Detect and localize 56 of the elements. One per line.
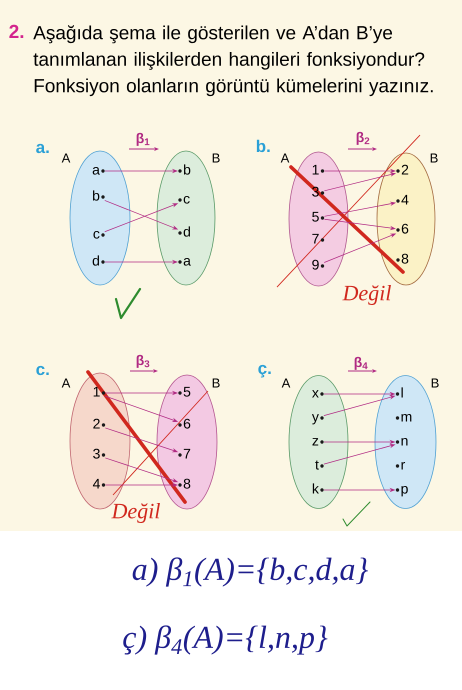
question-number: 2. [9,24,24,38]
element-label: 3 [93,448,100,459]
element-label: p [402,486,408,496]
handwritten-answer: ç) β$_{4}$(A)={l,n,p} [123,625,328,655]
element-label: d [184,226,190,237]
element-label: 8 [184,478,190,489]
part-label: b. [256,140,270,152]
element-label: 2 [402,164,408,174]
set-name: A [62,154,70,162]
element-label: 6 [184,418,190,429]
function-name: β$_{4}$ [354,356,368,370]
element-label: 7 [312,234,319,244]
element-label: r [402,462,406,470]
element-label: c [94,230,100,239]
set-name: B [430,154,438,162]
element-label: 6 [402,224,408,234]
element-label: 7 [184,448,190,458]
element-label: 5 [312,212,319,222]
element-label: x [312,390,319,398]
handwritten-note: Değil [342,285,391,305]
element-label: c [184,196,190,204]
element-label: z [312,438,318,446]
part-label: a. [36,144,49,154]
element-label: y [312,414,319,424]
element-label: 4 [92,478,100,488]
part-label: c. [36,366,49,376]
set-name: A [62,378,70,388]
set-name: A [282,378,290,388]
handwritten-answer: a) β$_{1}$(A)={b,c,d,a} [132,557,368,587]
set-name: B [212,154,220,162]
element-label: t [315,460,319,470]
element-label: m [402,414,412,422]
part-label: ç. [258,364,271,378]
element-label: 8 [402,254,408,264]
function-name: β$_{3}$ [136,354,150,368]
function-name: β$_{2}$ [356,132,370,145]
element-label: 4 [401,194,408,204]
element-label: n [402,438,408,446]
element-label: d [92,255,99,266]
set-name: B [212,378,220,388]
handwritten-note: Değil [111,503,160,523]
element-label: 9 [312,260,319,270]
element-label: 5 [184,386,190,397]
function-name: β$_{1}$ [136,132,150,146]
set-name: A [280,154,290,162]
element-label: b [93,190,100,201]
element-label: 1 [312,164,319,174]
set-name: B [432,378,439,388]
element-label: l [402,387,403,398]
element-label: 2 [93,418,100,428]
element-label: 1 [94,386,100,396]
element-label: k [312,483,319,494]
element-label: a [92,166,100,175]
question-text: Aşağıda şema ile gösterilen ve A’dan B’ye tanımlanan ilişkilerden hangileri fonksiyondur? Fonksiyon olanların görüntü kümelerini yazınız. [33,25,433,96]
element-label: a [184,258,191,266]
element-label: b [184,164,190,175]
